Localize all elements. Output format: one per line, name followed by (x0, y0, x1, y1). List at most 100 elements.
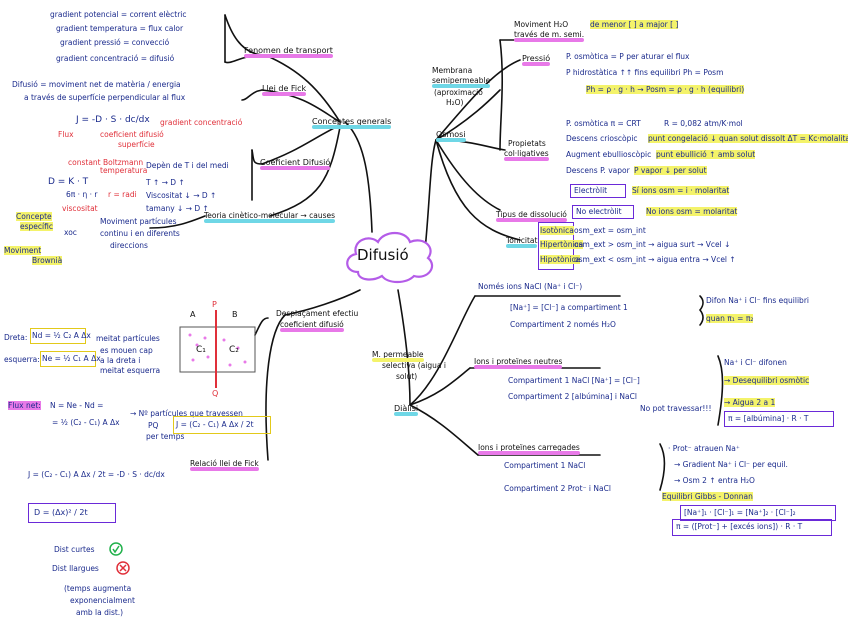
gradient-concentracio: gradient concentració = difusió (56, 54, 175, 63)
note-meitat: meitat partícules (96, 334, 160, 343)
fick-gradient-label: gradient concentració (160, 118, 243, 127)
aigua-2-a-1: → Aigua 2 a 1 (724, 398, 776, 407)
pi-equilibri: quan π₁ = π₂ (706, 314, 754, 323)
d-equation-denominator: 6π · η · r (66, 190, 98, 199)
descens-crioscopic: Descens crioscòpic (566, 134, 638, 143)
diagram-q: Q (212, 389, 219, 398)
node-desplacament-2: coeficient difusió (280, 320, 344, 332)
d2-box (28, 503, 116, 523)
gibbs-equation-box (680, 505, 836, 521)
d2-equation: D = (Δx)² / 2t (34, 508, 88, 517)
note-es-mouen: es mouen cap (100, 346, 153, 355)
equilibri-gibbs: Equilibri Gibbs - Donnan (662, 492, 753, 501)
node-ions-carregades: Ions i proteïnes carregades (478, 443, 580, 455)
esquerra-label: esquerra: (4, 355, 40, 364)
radi-label: r = radi (108, 190, 137, 199)
augment-ebullioscopic-desc: punt ebullició ↑ amb solut (656, 150, 756, 159)
descens-pvapor-desc: P vapor ↓ per solut (634, 166, 707, 175)
definicio-difusio-2: a través de superfície perpendicular al … (24, 93, 186, 102)
j-equation: J = (C₂ - C₁) A Δx / 2t (176, 420, 254, 429)
tamany-down: tamany ↓ → D ↑ (146, 204, 209, 213)
node-membrana-semi: Membrana (432, 66, 473, 75)
pi-final: π = ([Prot⁻] + [excés ions]) · R · T (676, 522, 803, 531)
nomes-ions: Només ions NaCl (Na⁺ i Cl⁻) (478, 282, 583, 291)
moviment-brownia: Moviment (4, 246, 42, 255)
gradient-pressio: gradient pressió = convecció (60, 38, 170, 47)
electrolit-box (570, 184, 626, 198)
dreta-equation: Nd = ½ C₂ A Δx (32, 331, 91, 340)
node-osmosi: Osmosi (436, 130, 466, 142)
note-dreta: a la dreta i (100, 356, 141, 365)
node-membrana-permeable-2: selectiva (aigua i (382, 361, 446, 370)
node-desplacament: Desplaçament efectiu (276, 309, 359, 318)
compartiment1-carregades: Compartiment 1 NaCl (504, 461, 586, 470)
per-temps: per temps (146, 432, 185, 441)
compartiment2-carregades: Compartiment 2 Prot⁻ i NaCl (504, 484, 611, 493)
especific-label: específic (20, 222, 53, 231)
node-membrana-permeable: M. permeable (372, 350, 424, 362)
xoc-label: xoc (64, 228, 77, 237)
fick-coef-label: coeficient difusió (100, 130, 164, 139)
na-cl-difonen: Na⁺ i Cl⁻ difonen (724, 358, 787, 367)
dreta-box (30, 328, 86, 344)
electrolit-desc: Sí ions osm = i · molaritat (632, 186, 730, 195)
desequilibri-osmotic: → Desequilibri osmòtic (724, 376, 810, 385)
node-membrana-semi-4: H₂O) (446, 98, 464, 107)
node-membrana-semi-3: (aproximació (434, 88, 483, 97)
moviment-membrana: través de m. semi. (514, 30, 585, 42)
j-box (173, 416, 271, 434)
note-esquerra: meitat esquerra (100, 366, 161, 375)
fick-equation: J = -D · S · dc/dx (76, 115, 150, 125)
pi-final-box (672, 519, 832, 536)
depen-t-medi: Depèn de T i del medi (146, 161, 229, 170)
moviment-h2o: Moviment H₂O (514, 20, 569, 29)
temps-dist: amb la dist.) (76, 608, 124, 617)
diagram-p: P (212, 300, 217, 309)
isotonica-desc: osm_ext = osm_int (574, 226, 646, 235)
dist-curtes: Dist curtes (54, 545, 95, 554)
node-coeficient-difusio: Coeficient Difusió (260, 158, 331, 170)
compartiment2-h2o: Compartiment 2 només H₂O (510, 320, 616, 329)
compartiment2-neutres: Compartiment 2 [albúmina] i NaCl (508, 392, 637, 401)
difon-equilibri: Difon Na⁺ i Cl⁻ fins equilibri (706, 296, 809, 305)
dist-llargues: Dist llargues (52, 564, 99, 573)
diagram-c1: C₁ (196, 345, 206, 355)
d-equation: D = K · T (48, 177, 89, 187)
constant-boltzmann: constant Boltzmann (68, 158, 144, 167)
viscositat-label: viscositat (62, 204, 98, 213)
prop-osmotica-r: R = 0,082 atm/K·mol (664, 119, 743, 128)
hipotonica: Hipotònica (540, 255, 581, 264)
gradient-na: → Gradient Na⁺ i Cl⁻ per equil. (674, 460, 788, 469)
esquerra-box (40, 351, 96, 367)
no-electrolit-desc: No ions osm = molaritat (646, 207, 738, 216)
compartiment1-neutres: Compartiment 1 NaCl [Na⁺] = [Cl⁻] (508, 376, 640, 385)
moviment-direccions: direccions (110, 241, 148, 250)
flux-net-label: Flux net: (8, 401, 41, 410)
node-dialisi: Diàlisi (394, 404, 419, 416)
pressio-equilibri: Ph = ρ · g · h → Posm = ρ · g · h (equil… (586, 85, 745, 94)
node-tonicitat: Tonicitat (506, 236, 538, 248)
pq-label: PQ (148, 421, 159, 430)
definicio-difusio: Difusió = moviment net de matèria / ener… (12, 80, 181, 89)
na-cl-compartiment1: [Na⁺] = [Cl⁻] a compartiment 1 (510, 303, 628, 312)
moviment-continu: continu i en diferents (100, 229, 180, 238)
prop-osmotica: P. osmòtica π = CRT (566, 119, 641, 128)
fick-superficie-label: superfície (118, 140, 155, 149)
pressio-osmotica: P. osmòtica = P per aturar el flux (566, 52, 690, 61)
node-membrana-permeable-3: solut) (396, 372, 418, 381)
no-electrolit: No electròlit (576, 207, 622, 216)
node-tipus-dissolucio: Tipus de dissolució (496, 210, 567, 222)
prot-atrauen: · Prot⁻ atrauen Na⁺ (668, 444, 740, 453)
diagram-b: B (232, 310, 238, 319)
osm2-entra: → Osm 2 ↑ entra H₂O (674, 476, 755, 485)
hipertonica-desc: osm_ext > osm_int → aigua surt → Vcel ↓ (574, 240, 731, 249)
pi-albumina-box (724, 411, 834, 427)
pressio-hidrostatica: P hidrostàtica ↑↑ fins equilibri Ph = Po… (566, 68, 724, 77)
node-pressio: Pressió (522, 54, 551, 66)
hipertonica: Hipertònica (540, 240, 584, 249)
esquerra-equation: Ne = ½ C₁ A Δx (42, 354, 101, 363)
concepte-label: Concepte (16, 212, 52, 221)
node-propietats: Propietats (508, 139, 546, 148)
fick-flux-label: Flux (58, 130, 74, 139)
temperatura-label: temperatura (100, 166, 148, 175)
